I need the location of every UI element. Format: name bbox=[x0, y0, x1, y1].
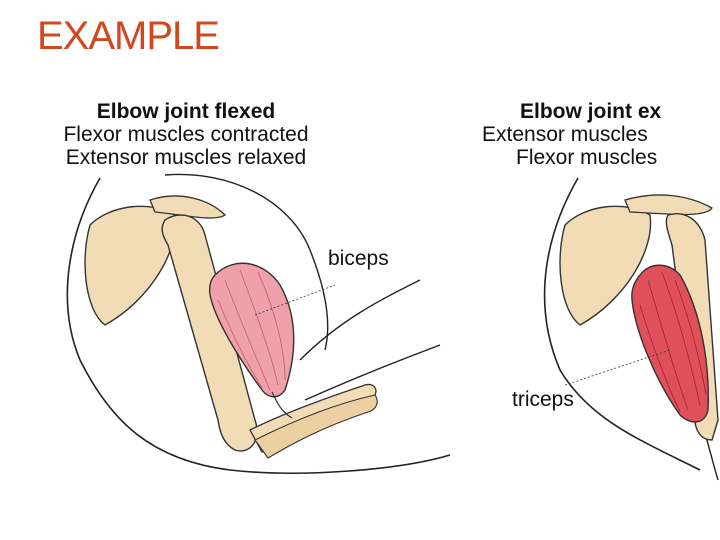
left-humerus bbox=[161, 214, 258, 452]
right-panel-title: Elbow joint ex Extensor muscles Flexor m… bbox=[482, 100, 720, 169]
triceps-leader-line bbox=[564, 349, 671, 386]
biceps-label: biceps bbox=[328, 247, 389, 270]
left-clavicle bbox=[149, 195, 227, 219]
left-title-line-2: Flexor muscles contracted bbox=[63, 123, 309, 146]
page-heading: EXAMPLE bbox=[37, 14, 220, 58]
extended-arm-figure bbox=[543, 177, 719, 481]
left-panel-title: Elbow joint flexed Flexor muscles contra… bbox=[20, 100, 352, 169]
left-forearm-outline-lower bbox=[304, 344, 441, 401]
right-title-line-3: Flexor muscles bbox=[516, 146, 658, 169]
left-shoulder-outline bbox=[164, 173, 329, 351]
flexed-arm-figure bbox=[66, 173, 451, 474]
left-title-line-1: Elbow joint flexed bbox=[96, 100, 276, 123]
left-forearm-outline bbox=[299, 279, 421, 361]
right-scapula bbox=[559, 205, 652, 326]
right-title-line-2: Extensor muscles bbox=[482, 123, 648, 146]
right-clavicle bbox=[624, 194, 713, 216]
left-ulna bbox=[254, 394, 378, 459]
right-title-line-1: Elbow joint ex bbox=[520, 100, 662, 123]
left-body-outline bbox=[66, 177, 451, 474]
right-body-outline bbox=[543, 177, 701, 471]
triceps-muscle bbox=[631, 264, 709, 423]
triceps-label: triceps bbox=[512, 388, 574, 411]
left-title-line-3: Extensor muscles relaxed bbox=[65, 146, 307, 169]
left-scapula bbox=[84, 205, 177, 326]
